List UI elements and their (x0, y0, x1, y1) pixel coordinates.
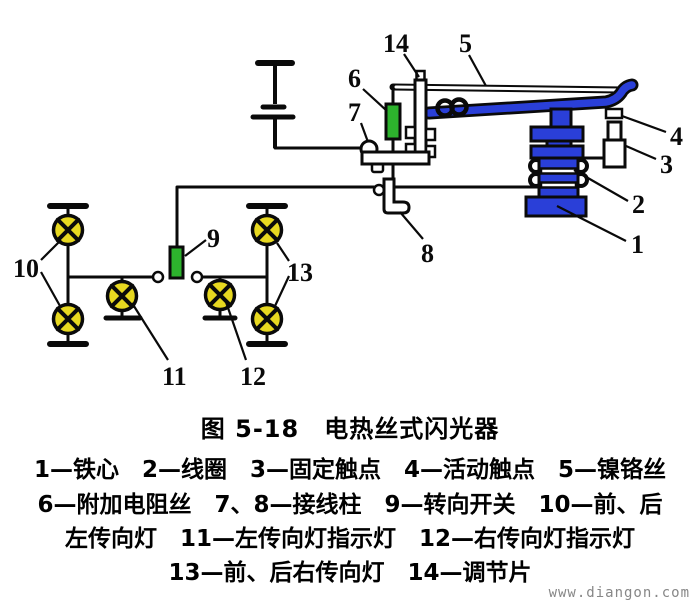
plate-lug-right-1 (424, 127, 437, 142)
switch-contact-left (151, 270, 165, 284)
coil-body (537, 156, 580, 200)
callout-6: 6 (348, 64, 361, 93)
left-turn-lamps-group (51, 213, 85, 336)
lamp-right-front-cross (254, 217, 280, 243)
terminal-7-group (359, 139, 431, 174)
callout-9: 9 (207, 224, 220, 253)
callout-3: 3 (660, 150, 673, 179)
callout-5: 5 (459, 29, 472, 58)
callout-8: 8 (421, 239, 434, 268)
callout-2: 2 (632, 190, 645, 219)
turn-switch-group (151, 245, 204, 284)
resistor-6 (384, 102, 402, 141)
adjusting-plate (413, 78, 428, 158)
callout-4: 4 (670, 122, 683, 151)
callout-13: 13 (287, 258, 313, 287)
core-top-stem (549, 107, 573, 130)
figure-title: 图 5-18 电热丝式闪光器 (200, 415, 500, 443)
terminal-7-bar (360, 150, 431, 166)
left-indicator-lamp-group (105, 279, 139, 313)
moving-contact (604, 107, 624, 120)
coil-stripe-2 (539, 181, 578, 189)
wire-anchor-loop-2 (449, 97, 469, 117)
watermark: www.diangon.com (548, 585, 690, 601)
lamp-left-front-cross (55, 217, 81, 243)
terminal-8-bracket (382, 177, 411, 215)
fixed-contact-body (602, 138, 627, 169)
callout-14: 14 (383, 29, 409, 58)
legend-line-4: 13—前、后右传向灯 14—调节片 (168, 560, 532, 586)
plate-lug-left-1 (404, 125, 417, 140)
right-indicator-lamp-group (203, 278, 237, 312)
switch-contact-right (190, 270, 204, 284)
armature-strip (425, 81, 636, 117)
iron-core-assembly (524, 107, 588, 218)
legend-line-1: 1—铁心 2—线圈 3—固定触点 4—活动触点 5—镍铬丝 (33, 457, 667, 483)
nichrome-wire (394, 85, 622, 92)
diagram-canvas: 1 2 3 4 5 6 7 8 9 10 11 12 13 14 (13, 29, 683, 391)
callout-11: 11 (162, 362, 187, 391)
core-flange-upper (529, 125, 585, 143)
legend-line-2: 6—附加电阻丝 7、8—接线柱 9—转向开关 10—前、后 (37, 492, 663, 518)
lamp-right-rear-cross (254, 306, 280, 332)
terminal-8-group (372, 177, 411, 215)
battery-symbol (250, 60, 296, 148)
coil-stripe-1 (539, 167, 578, 175)
callout-1: 1 (631, 230, 644, 259)
callout-10: 10 (13, 254, 39, 283)
right-turn-lamps-group (250, 213, 284, 336)
fixed-contact-tip (606, 120, 623, 142)
lamp-left-rear-cross (55, 306, 81, 332)
ground-bars-main (47, 203, 288, 347)
switch-lever (168, 245, 185, 280)
callout-leader-lines (40, 53, 667, 361)
callout-7: 7 (348, 98, 361, 127)
flasher-circuit-diagram: 1 2 3 4 5 6 7 8 9 10 11 12 13 14 (13, 29, 683, 391)
callout-12: 12 (240, 362, 266, 391)
circuit-wires (66, 85, 606, 344)
core-base (524, 195, 588, 218)
core-flange-lower (529, 144, 585, 160)
legend-line-3: 左传向灯 11—左传向灯指示灯 12—右传向灯指示灯 (64, 526, 635, 552)
lamp-left-indicator-cross (109, 283, 135, 309)
